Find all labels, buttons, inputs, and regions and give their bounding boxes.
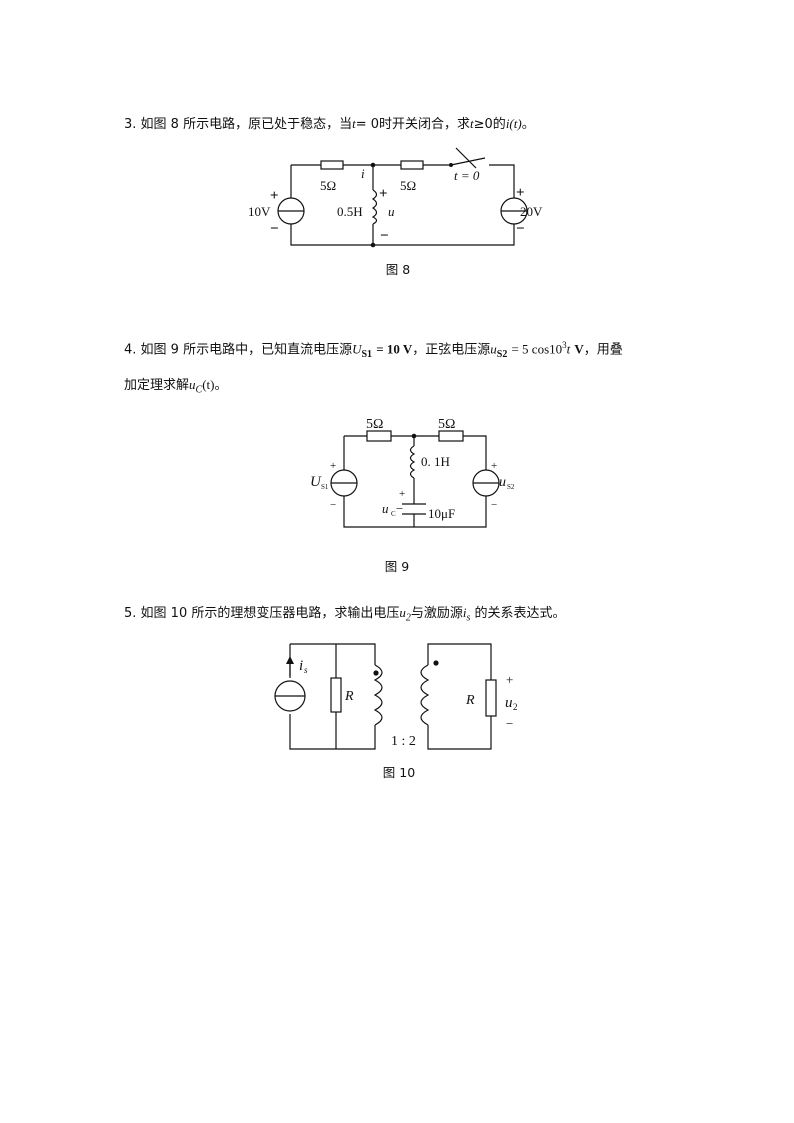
svg-text:−: − <box>396 501 403 516</box>
svg-text:R: R <box>465 693 475 708</box>
svg-text:S1: S1 <box>321 483 329 491</box>
secondary-coil <box>420 664 430 726</box>
svg-text:s: s <box>304 665 308 675</box>
svg-text:i: i <box>361 166 365 181</box>
svg-text:S2: S2 <box>507 483 515 491</box>
problem-number: 4. <box>124 342 137 358</box>
svg-text:5Ω: 5Ω <box>438 417 455 432</box>
inductor-coil <box>409 445 416 479</box>
svg-text:0.5H: 0.5H <box>337 204 363 219</box>
svg-text:−: − <box>330 499 336 511</box>
svg-text:0. 1H: 0. 1H <box>421 454 450 469</box>
svg-text:2: 2 <box>513 702 518 712</box>
figure-9-caption: 图 9 <box>384 559 410 574</box>
primary-coil <box>373 664 383 726</box>
svg-text:+: + <box>491 460 497 472</box>
svg-text:−: − <box>516 221 525 237</box>
svg-text:5Ω: 5Ω <box>366 417 383 432</box>
problem-4-text-line1: 4. 如图 9 所示电路中，已知直流电压源US1 = 10 V，正弦电压源uS2… <box>124 340 623 360</box>
switch-blade <box>450 157 486 166</box>
problem-3-text: 3. 如图 8 所示电路，原已处于稳态，当t= 0时开关闭合，求t≥0的i(t)… <box>124 116 535 132</box>
svg-text:−: − <box>491 499 497 511</box>
svg-text:+: + <box>506 672 513 687</box>
svg-text:20V: 20V <box>520 204 543 219</box>
capacitor <box>402 503 426 515</box>
svg-text:i: i <box>299 658 303 674</box>
figure-8-caption: 图 8 <box>385 262 411 277</box>
svg-text:R: R <box>344 689 354 704</box>
svg-text:−: − <box>270 221 279 237</box>
svg-text:+: + <box>379 186 388 202</box>
polarity-dot-primary <box>373 670 379 676</box>
resistor-1 <box>320 160 344 170</box>
svg-text:u: u <box>388 204 395 219</box>
svg-text:u: u <box>382 501 389 516</box>
svg-text:5Ω: 5Ω <box>400 178 416 193</box>
svg-text:+: + <box>330 460 336 472</box>
resistor-2 <box>438 430 464 442</box>
svg-text:t = 0: t = 0 <box>454 168 480 183</box>
svg-text:+: + <box>399 488 405 500</box>
svg-text:u: u <box>505 695 513 711</box>
problem-number: 3. <box>124 117 137 132</box>
resistor-2 <box>400 160 424 170</box>
resistor-right <box>485 679 497 717</box>
svg-text:−: − <box>380 228 389 244</box>
svg-text:5Ω: 5Ω <box>320 178 336 193</box>
svg-text:1 : 2: 1 : 2 <box>391 734 416 749</box>
resistor-1 <box>366 430 392 442</box>
figure-9-circuit: 5Ω 5Ω 0. 1H 10μF + u C − + − U S1 + − u … <box>310 417 515 528</box>
svg-text:u: u <box>499 475 506 490</box>
svg-text:+: + <box>516 185 525 201</box>
svg-text:−: − <box>506 716 513 731</box>
svg-text:10μF: 10μF <box>428 506 455 521</box>
svg-text:10V: 10V <box>248 204 271 219</box>
svg-text:+: + <box>270 188 279 204</box>
inductor-coil <box>371 189 378 225</box>
figure-10-circuit: i s R R 1 : 2 + u 2 − <box>274 643 518 750</box>
figure-8-circuit: 5Ω 5Ω i t = 0 0.5H u + − + − 10V + − 20V <box>248 147 543 248</box>
problem-5-text: 5. 如图 10 所示的理想变压器电路，求输出电压u2与激励源is 的关系表达式… <box>124 605 566 624</box>
figure-10-caption: 图 10 <box>382 765 416 780</box>
polarity-dot-secondary <box>433 660 439 666</box>
problem-4-text-line2: 加定理求解uC(t)。 <box>124 377 228 396</box>
problem-number: 5. <box>124 606 137 621</box>
svg-text:C: C <box>391 510 396 518</box>
svg-text:U: U <box>310 474 322 490</box>
resistor-left <box>330 677 342 713</box>
